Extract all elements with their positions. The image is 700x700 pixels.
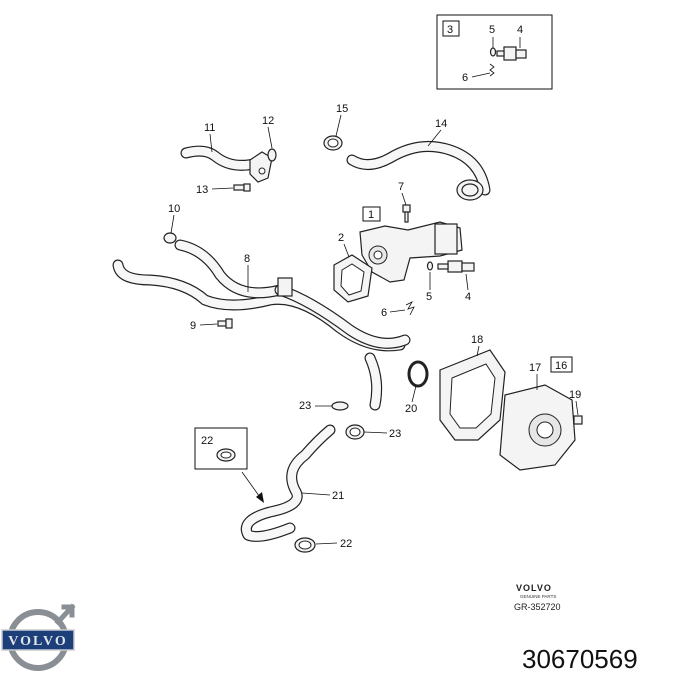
clamp-15-part	[323, 135, 343, 151]
hose-11-part	[180, 145, 273, 183]
o-ring-12-part	[267, 148, 277, 162]
callout-13: 13	[196, 184, 208, 196]
callout-12: 12	[262, 115, 274, 127]
bolt-19-part	[573, 415, 583, 425]
hose-14-part	[346, 140, 491, 201]
cap-10-part	[163, 232, 177, 244]
callout-16: 16	[555, 360, 567, 372]
clamp-22-part	[294, 537, 316, 553]
callout-22: 22	[340, 538, 352, 550]
callout-9: 9	[190, 320, 196, 332]
logo-wordmark: VOLVO	[8, 634, 68, 649]
callout-5-top: 5	[489, 24, 495, 36]
callout-4-top: 4	[517, 24, 523, 36]
bolt-7-part	[402, 204, 411, 223]
thermostat-housing-part	[359, 221, 463, 283]
temperature-sensor-part	[489, 46, 527, 77]
clip-6-mid-part	[405, 301, 415, 316]
genuine-parts-mark: VOLVO GENUINE PARTS GR-352720	[514, 583, 561, 612]
callout-19: 19	[569, 389, 581, 401]
bolt-13-part	[233, 183, 251, 192]
callout-23-a: 23	[299, 400, 311, 412]
callout-11: 11	[204, 122, 215, 134]
callout-2: 2	[338, 232, 344, 244]
brand-subtitle: GENUINE PARTS	[520, 594, 556, 599]
clamp-23-part	[331, 401, 365, 440]
pipe-8-part	[112, 239, 411, 411]
sensor-4-mid-part	[426, 260, 475, 273]
drawing-code: GR-352720	[514, 602, 561, 612]
callout-17: 17	[529, 362, 541, 374]
callout-8: 8	[244, 253, 250, 265]
callout-3: 3	[447, 24, 453, 36]
volvo-logo: VOLVO	[1, 603, 76, 671]
callout-10: 10	[168, 203, 180, 215]
callout-5-mid: 5	[426, 291, 432, 303]
inset-sensor-box: 3 5 4 6	[436, 14, 553, 90]
o-ring-20-part	[407, 360, 429, 388]
callout-21: 21	[332, 490, 344, 502]
part-number: 30670569	[522, 644, 638, 674]
callout-18: 18	[471, 334, 483, 346]
callout-7: 7	[398, 181, 404, 193]
callout-14: 14	[435, 118, 447, 130]
callout-1: 1	[368, 209, 374, 221]
callout-15: 15	[336, 103, 348, 115]
pump-gasket-18-part	[439, 349, 506, 441]
callout-20: 20	[405, 403, 417, 415]
callout-4-mid: 4	[465, 291, 471, 303]
callout-22-box: 22	[201, 435, 213, 447]
callout-6-mid: 6	[381, 307, 387, 319]
bolt-9-part	[217, 318, 233, 329]
water-pump-17-part	[499, 384, 576, 471]
clamp-22-inset-part	[216, 448, 236, 462]
gasket-2-part	[333, 254, 373, 303]
callout-23-b: 23	[389, 428, 401, 440]
brand-wordmark: VOLVO	[516, 583, 552, 593]
hose-21-part	[240, 424, 336, 542]
callout-6-top: 6	[462, 72, 468, 84]
